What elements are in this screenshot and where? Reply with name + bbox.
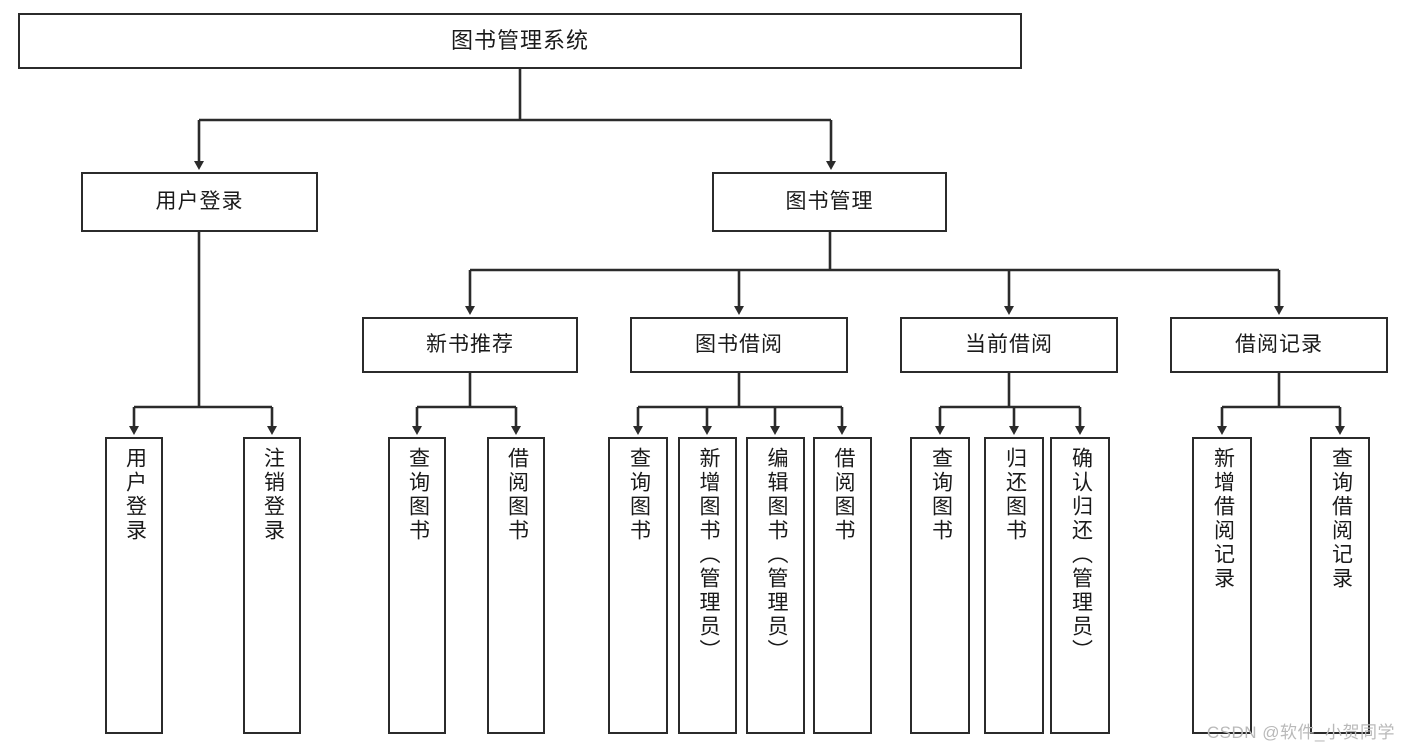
edge-login-to-leaves	[129, 232, 277, 435]
edge-current-to-leaves	[935, 373, 1085, 435]
node-label: 当前借阅	[965, 333, 1053, 357]
leaf-add-borrow-record[interactable]: 新增借阅记录	[1192, 437, 1252, 734]
leaf-query-books-borrow[interactable]: 查询图书	[608, 437, 668, 734]
node-label: 用户登录	[155, 190, 244, 214]
leaf-return-books[interactable]: 归还图书	[984, 437, 1044, 734]
node-user-login[interactable]: 用户登录	[81, 172, 318, 232]
leaf-query-books-recommend[interactable]: 查询图书	[388, 437, 446, 734]
node-label: 确认归还（管理员）	[1069, 447, 1093, 663]
node-root-library-system[interactable]: 图书管理系统	[18, 13, 1022, 69]
leaf-add-book-admin[interactable]: 新增图书（管理员）	[678, 437, 737, 734]
node-label: 图书借阅	[695, 333, 783, 357]
node-label: 借阅图书	[505, 447, 529, 543]
node-label: 查询图书	[406, 447, 430, 543]
node-label: 查询图书	[929, 447, 953, 543]
node-current-borrow[interactable]: 当前借阅	[900, 317, 1118, 373]
leaf-confirm-return-admin[interactable]: 确认归还（管理员）	[1050, 437, 1110, 734]
node-label: 借阅记录	[1235, 333, 1323, 357]
node-label: 新增图书（管理员）	[696, 447, 720, 663]
leaf-user-login[interactable]: 用户登录	[105, 437, 163, 734]
node-label: 注销登录	[261, 447, 285, 543]
node-label: 查询图书	[627, 447, 651, 543]
edge-root-to-level2	[194, 69, 836, 170]
edge-records-to-leaves	[1217, 373, 1345, 435]
node-label: 图书管理	[785, 190, 874, 214]
node-book-borrow[interactable]: 图书借阅	[630, 317, 848, 373]
watermark: CSDN @软件_小贺同学	[1206, 723, 1395, 742]
node-book-management[interactable]: 图书管理	[712, 172, 947, 232]
leaf-borrow-books[interactable]: 借阅图书	[813, 437, 872, 734]
node-borrow-records[interactable]: 借阅记录	[1170, 317, 1388, 373]
node-label: 新书推荐	[426, 333, 514, 357]
edge-borrow-to-leaves	[633, 373, 847, 435]
node-label: 图书管理系统	[450, 27, 589, 53]
node-label: 新增借阅记录	[1211, 447, 1235, 591]
node-new-book-recommend[interactable]: 新书推荐	[362, 317, 578, 373]
node-label: 借阅图书	[831, 447, 855, 543]
node-label: 归还图书	[1003, 447, 1027, 543]
node-label: 查询借阅记录	[1329, 447, 1353, 591]
edge-books-to-level3	[465, 232, 1284, 315]
leaf-query-borrow-record[interactable]: 查询借阅记录	[1310, 437, 1370, 734]
edge-newbook-to-leaves	[412, 373, 521, 435]
leaf-query-books-current[interactable]: 查询图书	[910, 437, 970, 734]
leaf-logout[interactable]: 注销登录	[243, 437, 301, 734]
node-label: 编辑图书（管理员）	[764, 447, 788, 663]
leaf-borrow-books-recommend[interactable]: 借阅图书	[487, 437, 545, 734]
node-label: 用户登录	[123, 447, 147, 543]
leaf-edit-book-admin[interactable]: 编辑图书（管理员）	[746, 437, 805, 734]
